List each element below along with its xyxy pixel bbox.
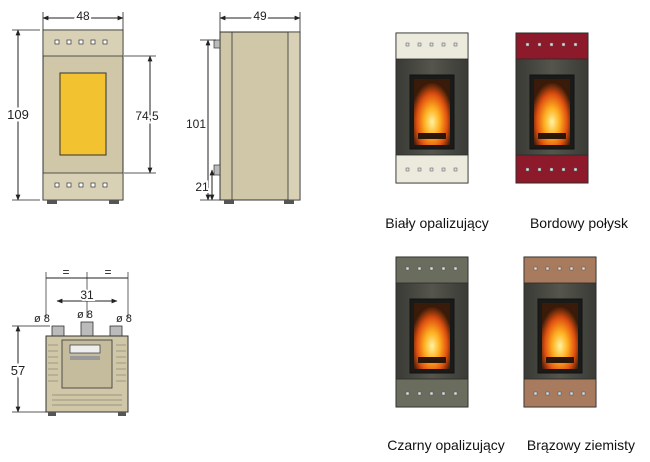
variant-stove-2 (515, 32, 589, 184)
front-opening-height-label: 74,5 (135, 109, 159, 123)
side-view: 49 101 21 (184, 7, 301, 204)
rear-pipe-center (80, 321, 94, 337)
variant-label-1: Biały opalizujący (385, 215, 489, 231)
front-width-label: 48 (76, 9, 90, 23)
rear-equal-left-label: = (62, 265, 69, 279)
screw-dot (573, 167, 578, 172)
screw-dot (405, 266, 410, 271)
front-bottom-screws (54, 182, 108, 188)
screw-dot (441, 266, 446, 271)
screw-dot (441, 391, 446, 396)
screw-dot (417, 167, 422, 172)
screw-dot (441, 42, 446, 47)
rear-switch-strip (70, 356, 100, 360)
variant-stove-4 (523, 256, 597, 408)
screw-dot (537, 42, 542, 47)
front-glass-window (59, 72, 107, 156)
variant-stove-3 (395, 256, 469, 408)
screw-dot (453, 266, 458, 271)
screw-dot (533, 391, 538, 396)
screw-dot (557, 266, 562, 271)
screw-dot (549, 167, 554, 172)
screw-dot (537, 167, 542, 172)
side-outlet-height-label: 21 (195, 180, 209, 194)
screw-dot (405, 42, 410, 47)
rear-diameter-left-label: ø 8 (34, 313, 50, 325)
side-flue-pipe (213, 39, 221, 49)
rear-display (69, 344, 101, 354)
screw-dot (573, 42, 578, 47)
side-front-panel (287, 31, 301, 201)
screw-dot (549, 42, 554, 47)
screw-dot (569, 391, 574, 396)
rear-foot-right (118, 412, 126, 416)
screw-dot (417, 266, 422, 271)
variant-label-3: Czarny opalizujący (387, 437, 505, 453)
front-view: 48 109 74,5 (5, 7, 161, 204)
screw-dot (441, 167, 446, 172)
front-top-screws (54, 39, 108, 45)
screw-dot (561, 167, 566, 172)
variant-stove-1 (395, 32, 469, 184)
side-foot-right (284, 200, 294, 204)
screw-dot (533, 266, 538, 271)
rear-foot-left (48, 412, 56, 416)
logs-icon (418, 133, 446, 139)
rear-louvres (48, 344, 126, 406)
screw-dot (561, 42, 566, 47)
front-foot-right (109, 200, 119, 204)
logs-icon (538, 133, 566, 139)
screw-dot (429, 167, 434, 172)
screw-dot (545, 391, 550, 396)
logs-icon (546, 357, 574, 363)
screw-dot (429, 391, 434, 396)
screw-dot (581, 266, 586, 271)
variant-label-4: Brązowy ziemisty (527, 437, 635, 453)
screw-dot (405, 167, 410, 172)
screw-dot (453, 167, 458, 172)
side-depth-label: 49 (253, 9, 267, 23)
screw-dot (429, 42, 434, 47)
logs-icon (418, 357, 446, 363)
screw-dot (525, 167, 530, 172)
side-body (219, 31, 301, 201)
screw-dot (557, 391, 562, 396)
screw-dot (525, 42, 530, 47)
screw-dot (545, 266, 550, 271)
rear-view: = = 31 ø 8 ø 8 ø 8 57 (8, 265, 132, 416)
side-foot-left (224, 200, 234, 204)
rear-height-label: 57 (11, 363, 25, 378)
screw-dot (569, 266, 574, 271)
screw-dot (417, 42, 422, 47)
screw-dot (453, 391, 458, 396)
rear-diameter-right-label: ø 8 (116, 313, 132, 325)
screw-dot (405, 391, 410, 396)
rear-diameter-center-label: ø 8 (77, 309, 93, 321)
front-foot-left (47, 200, 57, 204)
side-height-label: 101 (186, 117, 206, 131)
variant-label-2: Bordowy połysk (530, 215, 629, 231)
screw-dot (429, 266, 434, 271)
screw-dot (453, 42, 458, 47)
screw-dot (417, 391, 422, 396)
rear-spacing-label: 31 (80, 288, 94, 302)
rear-pipe-left (51, 325, 65, 337)
side-air-inlet (213, 164, 221, 176)
rear-pipe-right (109, 325, 123, 337)
front-height-label: 109 (7, 107, 29, 122)
screw-dot (581, 391, 586, 396)
rear-equal-right-label: = (104, 265, 111, 279)
